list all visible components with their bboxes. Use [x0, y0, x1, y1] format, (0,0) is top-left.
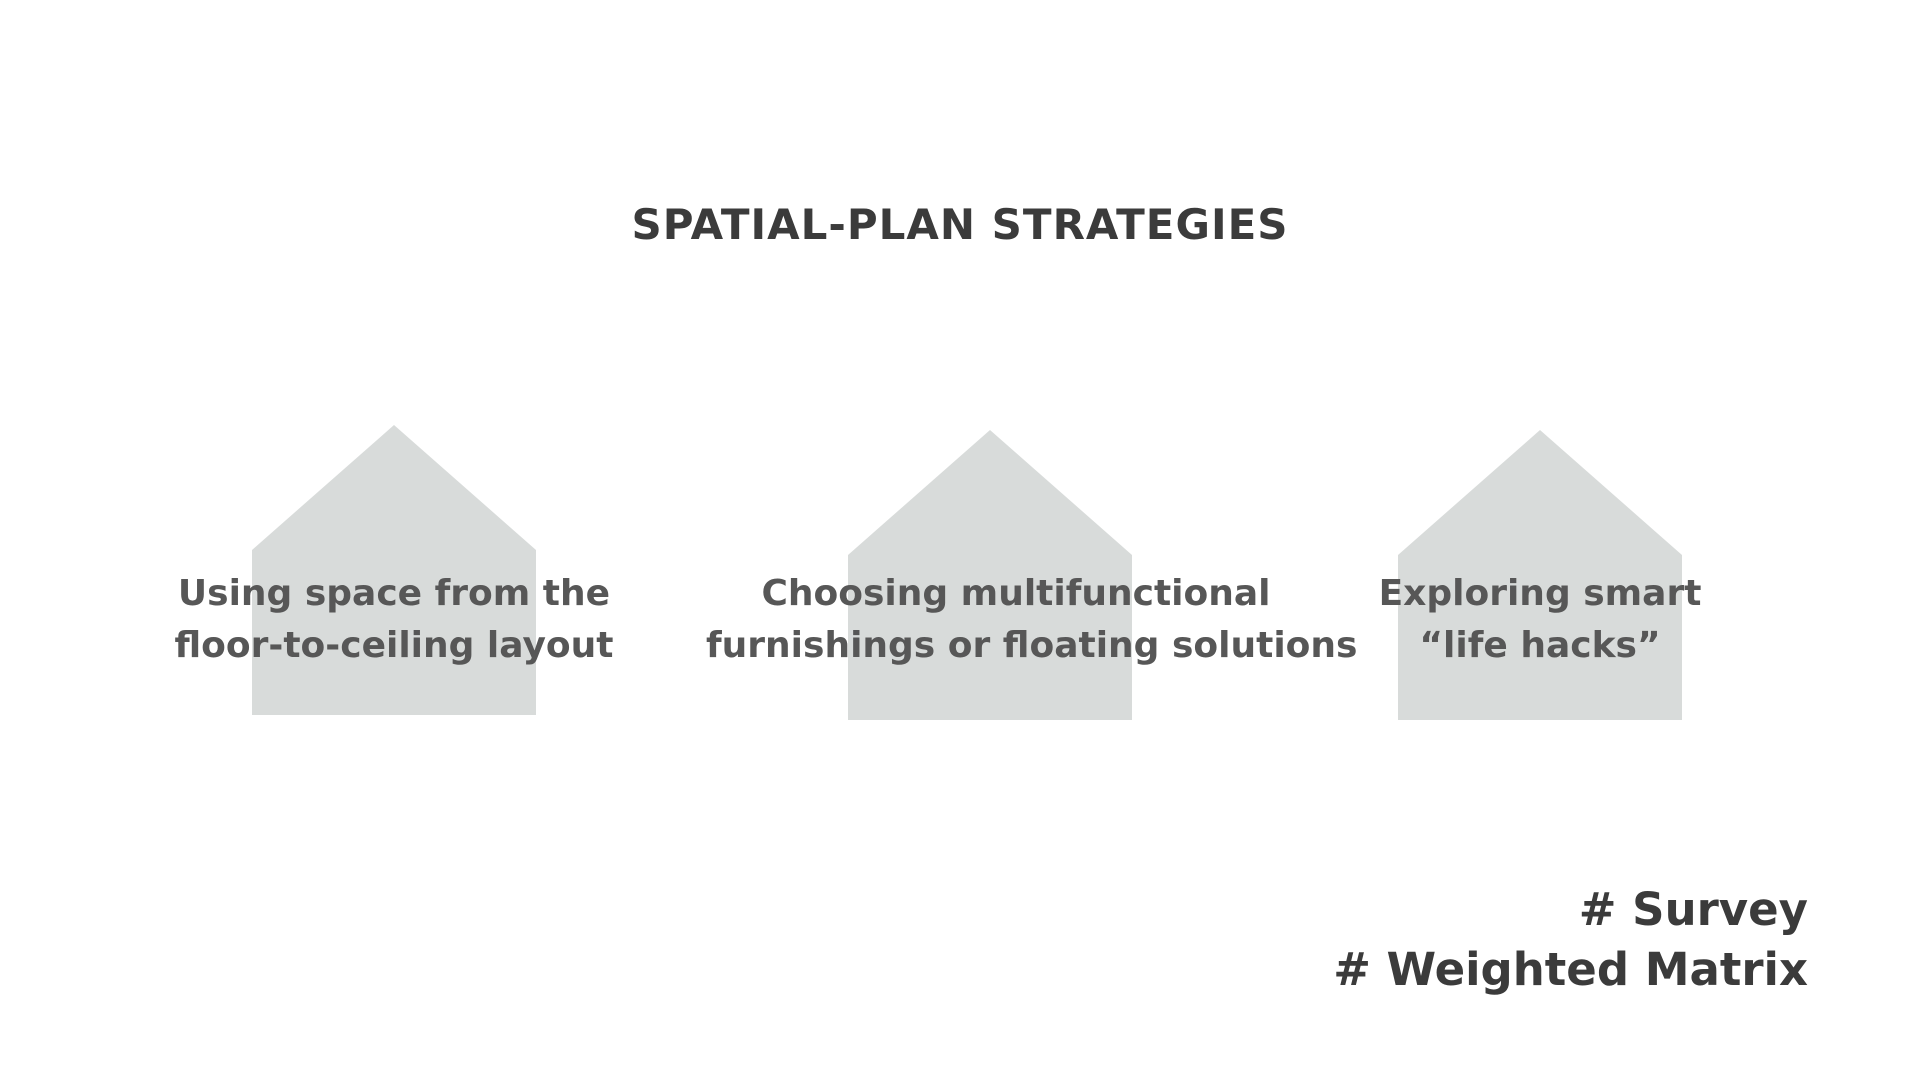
house-shape-icon [1398, 430, 1682, 720]
strategy-line: Exploring smart [1378, 573, 1702, 614]
strategy-line: furnishings or floating solutions [706, 625, 1358, 666]
page-title: SPATIAL-PLAN STRATEGIES [631, 200, 1289, 249]
strategy-line: floor-to-ceiling layout [174, 625, 614, 666]
tag-weighted-matrix: # Weighted Matrix [1333, 943, 1808, 996]
strategy-text-floor-to-ceiling: Using space from the floor-to-ceiling la… [160, 568, 628, 672]
strategy-text-multifunctional: Choosing multifunctional furnishings or … [706, 568, 1358, 672]
tag-list: # Survey # Weighted Matrix [1333, 880, 1808, 1000]
house-shape-icon [848, 430, 1132, 720]
strategy-line: Using space from the [177, 573, 611, 614]
house-shape-icon [252, 425, 536, 715]
strategy-text-life-hacks: Exploring smart “life hacks” [1360, 568, 1720, 672]
strategy-line: “life hacks” [1419, 625, 1661, 666]
strategy-line: Choosing multifunctional [761, 573, 1271, 614]
tag-survey: # Survey [1578, 883, 1808, 936]
